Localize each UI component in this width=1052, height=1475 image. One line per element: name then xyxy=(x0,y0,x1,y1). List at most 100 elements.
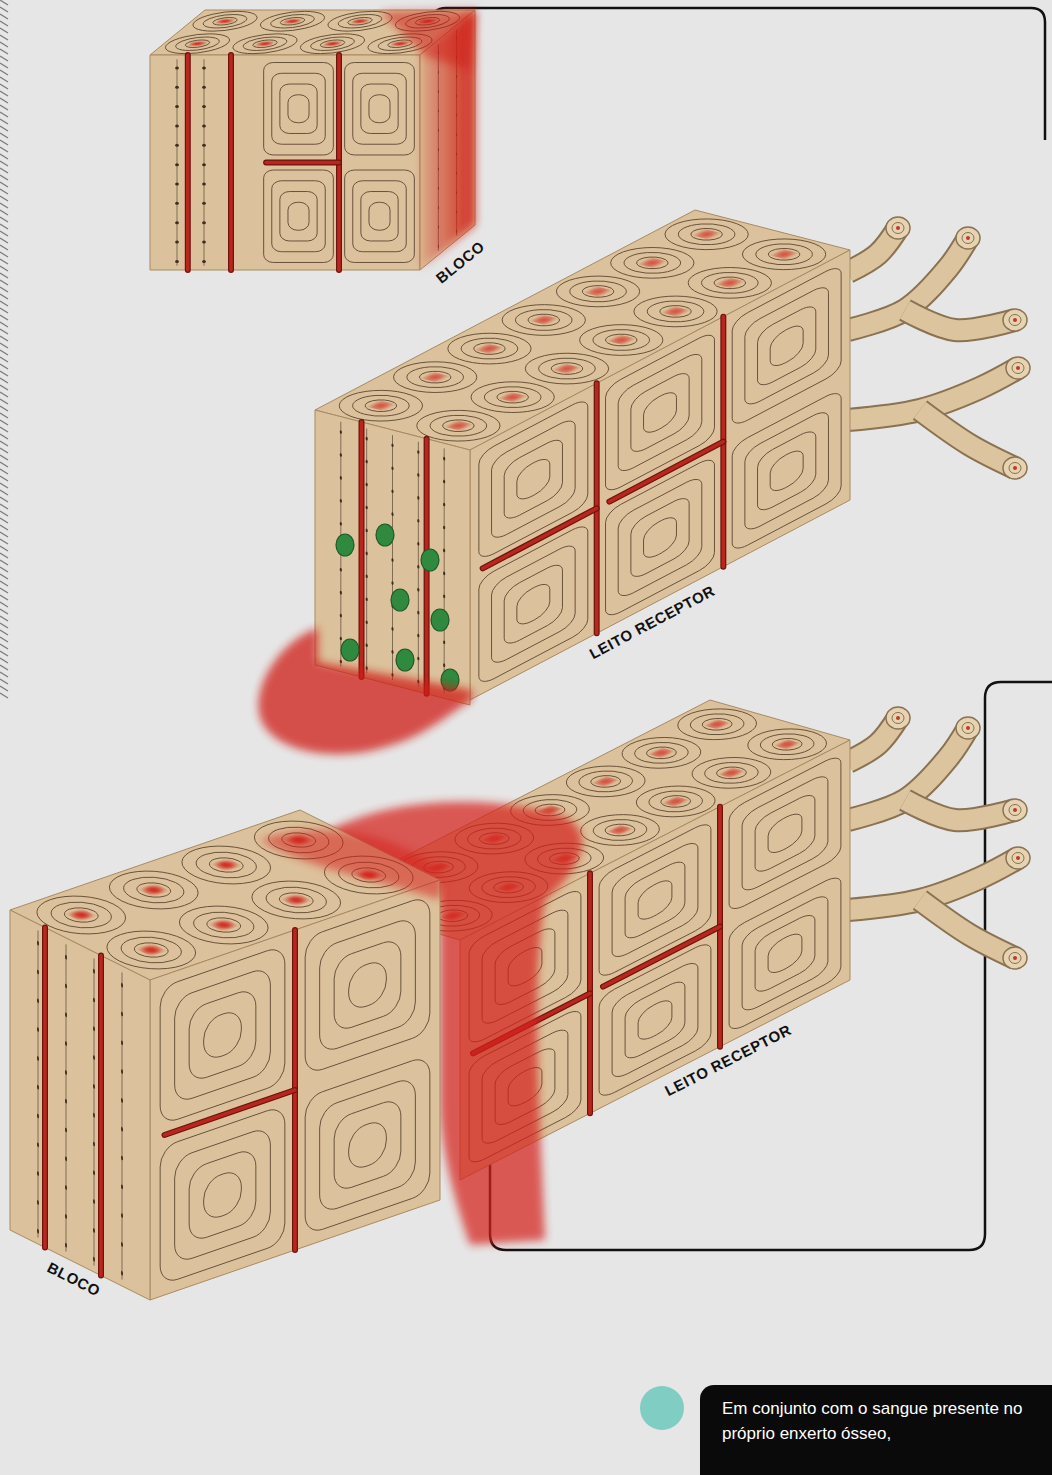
bone-illustration-part xyxy=(391,581,393,585)
bone-illustration-part xyxy=(121,1069,123,1074)
bone-illustration-part xyxy=(1009,953,1021,964)
bone-illustration-part xyxy=(189,42,206,46)
bone-illustration-part xyxy=(417,565,419,569)
bone-illustration-part xyxy=(320,916,416,1055)
bone-illustration-part xyxy=(694,758,769,787)
bone-illustration-part xyxy=(920,900,1015,958)
bone-illustration-part xyxy=(0,588,8,593)
bone-illustration-part xyxy=(0,567,8,572)
bone-illustration-part xyxy=(594,777,617,786)
bone-face xyxy=(315,410,470,705)
bone-illustration-part xyxy=(568,767,643,796)
bone-illustration-part xyxy=(369,202,390,230)
bone-illustration-part xyxy=(479,522,588,687)
bone-illustration-part xyxy=(99,956,103,1276)
bone-illustration-part xyxy=(150,55,420,270)
bone-illustration-part xyxy=(1016,856,1020,860)
bone-illustration-part xyxy=(340,430,342,434)
bone-illustration-part xyxy=(594,241,710,284)
bone-illustration-part xyxy=(0,77,8,82)
bone-illustration-part xyxy=(37,998,39,1003)
bone-illustration-part xyxy=(0,7,8,12)
bone-illustration-part xyxy=(0,210,8,215)
trabecular-bone xyxy=(848,217,1030,479)
bone-illustration-part xyxy=(391,466,393,470)
bone-illustration-part xyxy=(175,86,179,89)
bone-illustration-part xyxy=(0,343,8,348)
bone-illustration-part xyxy=(340,568,342,572)
callout-box: Em conjunto com o sangue presente no pró… xyxy=(700,1385,1052,1475)
bone-illustration-part xyxy=(42,928,48,1248)
bone-illustration-part xyxy=(1003,799,1027,821)
bone-illustration-part xyxy=(0,525,8,530)
bone-illustration-part xyxy=(37,1084,39,1089)
bone-illustration-part xyxy=(483,508,597,568)
bone-illustration-part xyxy=(272,181,325,252)
bone-illustration-part xyxy=(175,221,179,224)
bone-illustration-part xyxy=(708,275,752,291)
bone-illustration-part xyxy=(93,1026,95,1031)
bone-illustration-part xyxy=(638,787,713,816)
bone-illustration-part xyxy=(0,378,8,383)
bone-illustration-part xyxy=(68,910,94,921)
bone-illustration-part xyxy=(284,19,301,23)
bone-illustration-part xyxy=(417,611,419,615)
bone-illustration-part xyxy=(264,170,334,262)
bone-illustration-part xyxy=(305,1055,430,1236)
bone-illustration-part xyxy=(65,1185,67,1190)
bone-illustration-part xyxy=(121,1184,123,1189)
bone-illustration-part xyxy=(43,928,47,1248)
bone-illustration-part xyxy=(1006,847,1030,869)
bone-illustration-part xyxy=(418,442,419,687)
bone-illustration-part xyxy=(417,634,419,638)
bone-illustration-part xyxy=(37,1200,39,1205)
bone-illustration-part xyxy=(0,392,8,397)
bone-illustration-part xyxy=(65,1214,67,1219)
bone-illustration-part xyxy=(0,546,8,551)
bone-illustration-part xyxy=(640,745,682,761)
bone-illustration-part xyxy=(770,446,803,496)
bone-illustration-part xyxy=(305,895,430,1076)
bone-illustration-part xyxy=(344,17,376,25)
bone-illustration-part xyxy=(0,294,8,299)
bone-illustration-part xyxy=(517,454,550,504)
bone-illustration-part xyxy=(609,826,632,835)
cell-dot xyxy=(396,649,414,671)
bone-illustration-part xyxy=(169,37,226,50)
bone-illustration-part xyxy=(121,1270,123,1275)
blood xyxy=(260,830,445,900)
bone-illustration-part xyxy=(1016,366,1020,370)
bone-illustration-part xyxy=(582,325,661,354)
bone-illustration-part xyxy=(65,1012,67,1017)
bone-illustration-part xyxy=(768,809,802,858)
bone-illustration-part xyxy=(559,277,638,306)
bone-illustration-part xyxy=(0,105,8,110)
bone-illustration-part xyxy=(353,73,406,144)
bone-illustration-part xyxy=(288,95,309,123)
bone-illustration-part xyxy=(504,560,562,648)
bone-illustration-part xyxy=(249,40,281,48)
bone-illustration-part xyxy=(920,900,1015,958)
bone-illustration-part xyxy=(630,255,674,271)
bone-illustration-part xyxy=(175,124,179,127)
bone-illustration-part xyxy=(540,270,656,313)
bone-illustration-part xyxy=(39,897,124,933)
bone-illustration-part xyxy=(391,42,408,46)
bone-illustration-part xyxy=(443,525,445,529)
bone-illustration-part xyxy=(0,266,8,271)
bone-illustration-part xyxy=(65,1127,67,1132)
bone-illustration-part xyxy=(181,907,266,943)
bone-illustration-part xyxy=(755,910,815,996)
bone-illustration-part xyxy=(905,800,1015,820)
bone-illustration-part xyxy=(366,460,368,464)
bone-illustration-part xyxy=(392,435,393,680)
bone-illustration-part xyxy=(369,95,390,123)
bone-illustration-part xyxy=(175,1126,271,1265)
bone-illustration-part xyxy=(341,391,420,420)
bone-illustration-part xyxy=(202,221,206,224)
bone-illustration-part xyxy=(1003,947,1027,969)
bone-illustration-part xyxy=(213,860,239,871)
bone-illustration-part xyxy=(175,182,179,185)
bone-illustration-part xyxy=(175,66,179,69)
